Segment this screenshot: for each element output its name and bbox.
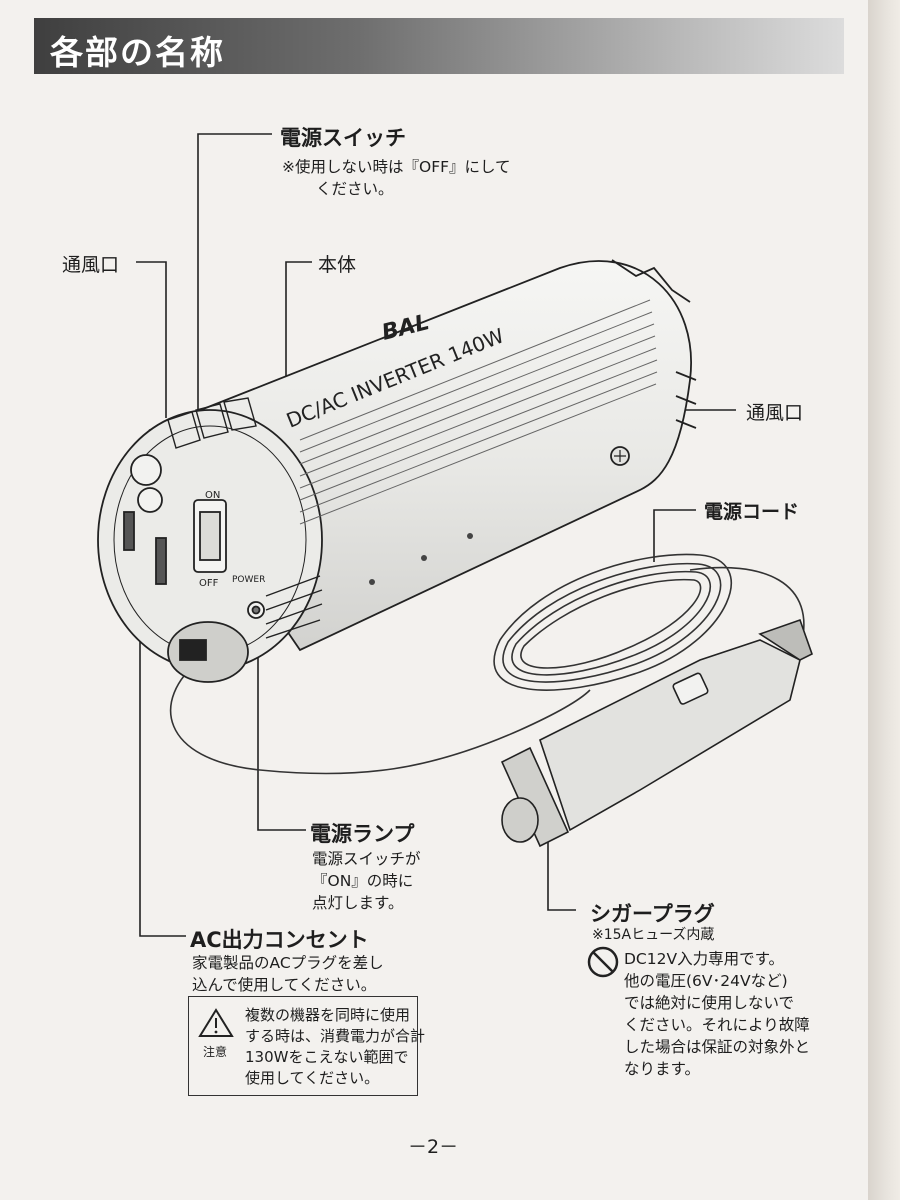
- cigar-plug: [500, 618, 813, 848]
- leader-ac-outlet: [139, 560, 186, 937]
- prohibition-icon: [587, 946, 619, 978]
- leader-lines: [136, 133, 736, 937]
- leader-body: [285, 261, 312, 380]
- warning-icon: [198, 1008, 234, 1037]
- note-ac-outlet: 家電製品のACプラグを差し 込んで使用してください。: [192, 954, 384, 994]
- caution-box: 注意 複数の機器を同時に使用 する時は、消費電力が合計 130Wをこえない範囲で…: [188, 996, 425, 1096]
- warning-voltage: DC12V入力専用です。 他の電圧(6V･24Vなど) では絶対に使用しないで …: [624, 950, 811, 1078]
- label-power-lamp: 電源ランプ: [310, 822, 415, 846]
- label-body: 本体: [318, 254, 357, 276]
- power-lamp-marking: POWER: [232, 575, 265, 585]
- inverter-body: [97, 259, 697, 683]
- caution-text: 複数の機器を同時に使用 する時は、消費電力が合計 130Wをこえない範囲で 使用…: [245, 1006, 426, 1087]
- caution-label: 注意: [203, 1045, 228, 1059]
- page-edge: [868, 0, 900, 1200]
- label-cigar-plug: シガープラグ: [590, 902, 715, 926]
- note-fuse: ※15Aヒューズ内蔵: [592, 927, 715, 943]
- leader-power-switch: [197, 133, 272, 512]
- label-power-cord: 電源コード: [704, 501, 800, 523]
- label-power-switch: 電源スイッチ: [280, 126, 406, 150]
- power-cord: [169, 553, 805, 775]
- note-power-lamp: 電源スイッチが 『ON』の時に 点灯します。: [312, 850, 421, 912]
- section-title: 各部の名称: [50, 33, 225, 72]
- switch-off-marking: OFF: [199, 578, 219, 589]
- label-vent-right: 通風口: [746, 402, 804, 424]
- note-power-switch: ※使用しない時は『OFF』にして ください。: [282, 158, 511, 198]
- label-vent-left: 通風口: [62, 254, 120, 276]
- section-header: 各部の名称: [34, 18, 844, 74]
- page-number: －2－: [408, 1136, 459, 1158]
- leader-power-lamp: [257, 612, 306, 831]
- label-ac-outlet: AC出力コンセント: [190, 928, 369, 952]
- switch-on-marking: ON: [205, 490, 220, 501]
- leader-vent-left: [136, 261, 167, 418]
- leader-power-cord: [653, 509, 696, 562]
